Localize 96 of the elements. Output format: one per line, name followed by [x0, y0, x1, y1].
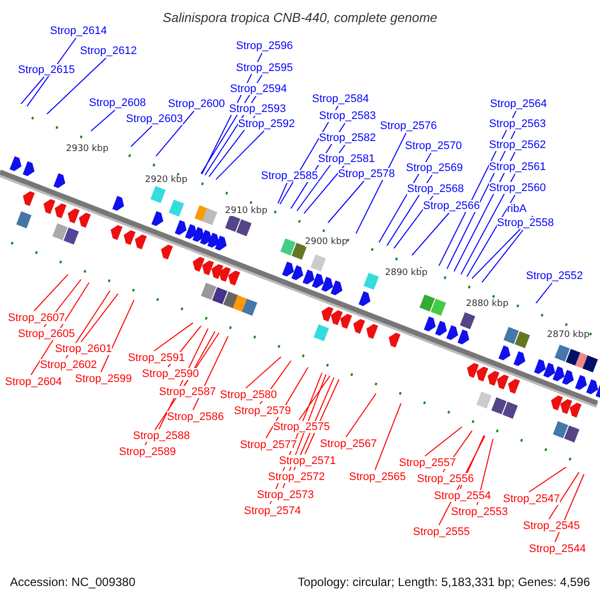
gene-label: Strop_2552	[526, 270, 583, 282]
gene-label: Strop_2591	[128, 352, 185, 364]
leader-line	[246, 356, 282, 388]
gene-label: Strop_2605	[18, 328, 75, 340]
leader-line	[278, 182, 288, 204]
gene-label: Strop_2567	[320, 438, 377, 450]
tick-label: 2910 kbp	[225, 206, 268, 216]
gene-label: Strop_2575	[273, 421, 330, 433]
leader-line	[482, 230, 524, 283]
gene-label: Strop_2601	[55, 343, 112, 355]
gene-label: Strop_2568	[407, 183, 464, 195]
leader-line	[356, 132, 406, 234]
leader-line	[304, 166, 344, 214]
gene-label: Strop_2607	[8, 312, 65, 324]
gene-label: Strop_2594	[230, 83, 287, 95]
gene-label: Strop_2586	[167, 411, 224, 423]
gene-label: Strop_2558	[497, 217, 554, 229]
gene-label: Strop_2564	[490, 98, 547, 110]
leader-line	[548, 472, 580, 520]
leader-line	[20, 76, 44, 104]
gene-label: Strop_2569	[406, 162, 463, 174]
leader-line	[536, 282, 552, 304]
gene-label: Strop_2557	[399, 457, 456, 469]
tick-label: 2880 kbp	[466, 298, 508, 309]
gene-label: Strop_2593	[229, 103, 286, 115]
gene-label: Strop_2577	[240, 439, 297, 451]
gene-label: Strop_2571	[279, 455, 336, 467]
gene-label: Strop_2572	[268, 471, 325, 483]
gene-label: Strop_2592	[238, 118, 295, 130]
gene-label: Strop_2576	[380, 120, 437, 132]
gene-label: Strop_2554	[434, 490, 491, 502]
leader-line	[424, 426, 462, 456]
gene-label: Strop_2573	[257, 489, 314, 501]
leader-line	[216, 130, 264, 180]
leader-line	[80, 293, 118, 342]
gene-label: Strop_2596	[236, 40, 293, 52]
tick-label: 2920 kbp	[145, 174, 188, 185]
footer-text: Accession: NC_009380	[10, 575, 136, 589]
leader-line	[466, 194, 516, 278]
gene-label: Strop_2578	[338, 168, 395, 180]
gene-label: Strop_2612	[80, 45, 137, 57]
gene-label: Strop_2614	[50, 25, 107, 37]
leader-line	[346, 393, 376, 438]
leader-line	[460, 174, 516, 275]
gene-label: Strop_2570	[405, 140, 462, 152]
tick-label: 2930 kbp	[66, 144, 108, 154]
leader-line	[90, 110, 116, 132]
gene-label: Strop_2603	[126, 113, 183, 125]
gene-label: Strop_2553	[451, 506, 508, 518]
gene-label: Strop_2615	[18, 64, 75, 76]
tick-label: 2870 kbp	[547, 330, 590, 340]
leader-line	[46, 58, 106, 115]
gene-label: Strop_2587	[159, 386, 216, 398]
leader-line	[34, 274, 68, 312]
leader-line	[156, 110, 194, 157]
gene-label: Strop_2560	[489, 182, 546, 194]
gene-label: Strop_2566	[423, 200, 480, 212]
tick-label: 2890 kbp	[385, 268, 428, 278]
gene-label: ribA	[507, 203, 527, 215]
gene-label: Strop_2581	[318, 153, 375, 165]
gene-label: Strop_2563	[489, 118, 546, 130]
gene-label: Strop_2600	[168, 98, 225, 110]
leader-line	[328, 180, 364, 224]
gene-label: Strop_2561	[489, 161, 546, 173]
gene-label: Strop_2604	[5, 376, 62, 388]
gene-label: Strop_2590	[142, 368, 199, 380]
gene-label: Strop_2547	[503, 493, 560, 505]
leader-line	[298, 375, 330, 420]
gene-label: Strop_2589	[119, 446, 176, 458]
leader-line	[412, 212, 450, 256]
leader-line	[30, 282, 90, 376]
gene-label: Strop_2579	[234, 405, 291, 417]
gene-label: Strop_2562	[489, 139, 546, 151]
leader-line	[528, 466, 566, 492]
leader-line	[130, 126, 152, 148]
tick-label: 2900 kbp	[305, 236, 348, 247]
leader-line	[100, 300, 134, 372]
gene-label: Strop_2584	[312, 93, 369, 105]
gene-label: Strop_2588	[133, 430, 190, 442]
gene-label: Strop_2583	[319, 110, 376, 122]
gene-label: Strop_2545	[523, 520, 580, 532]
gene-label: Strop_2608	[89, 97, 146, 109]
gene-label: Strop_2602	[40, 359, 97, 371]
gene-label: Strop_2544	[529, 543, 586, 555]
gene-label: Strop_2556	[417, 473, 474, 485]
gene-label: Strop_2582	[319, 132, 376, 144]
gene-label: Strop_2599	[75, 373, 132, 385]
gene-label: Strop_2574	[244, 505, 301, 517]
gene-label: Strop_2585	[261, 170, 318, 182]
gene-label: Strop_2595	[236, 62, 293, 74]
leader-line	[374, 402, 402, 470]
leader-line	[154, 322, 194, 352]
gene-label: Strop_2565	[349, 471, 406, 483]
footer-text: Topology: circular; Length: 5,183,331 bp; Genes: 4,596	[298, 575, 590, 589]
gene-label: Strop_2580	[220, 389, 277, 401]
gene-label: Strop_2555	[413, 526, 470, 538]
